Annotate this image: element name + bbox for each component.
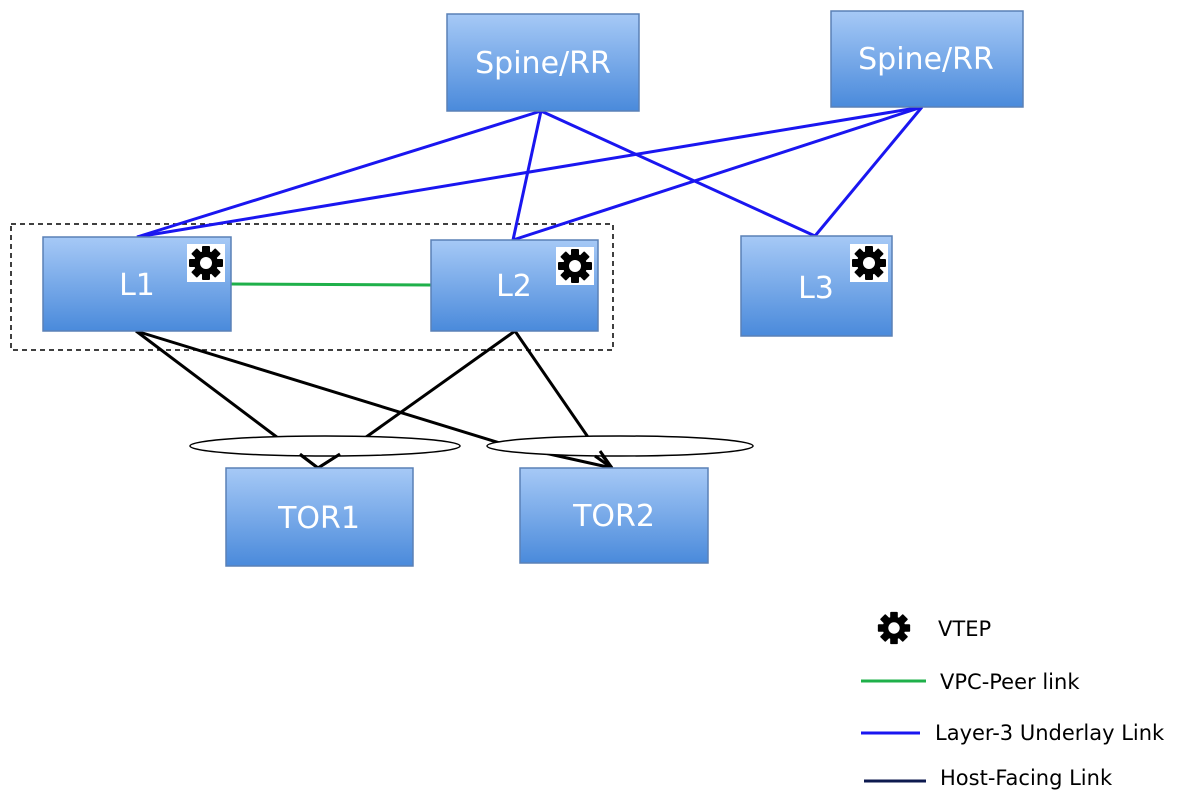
spine-node-2[interactable]: Spine/RR <box>830 10 1024 108</box>
tor-node-1[interactable]: TOR1 <box>225 467 414 567</box>
tor-node-1-label: TOR1 <box>277 501 360 536</box>
vpc-peer-link <box>230 282 432 287</box>
leaf-node-l3[interactable]: L3 <box>740 235 893 337</box>
legend-underlay-label: Layer-3 Underlay Link <box>935 721 1165 745</box>
leaf-node-l3-label: L3 <box>798 271 834 306</box>
vpc-domain-outline <box>10 223 614 351</box>
vtep-gear-icon <box>556 247 594 285</box>
legend-host-facing-label: Host-Facing Link <box>940 766 1113 790</box>
legend-vtep-label: VTEP <box>938 617 991 641</box>
underlay-link-spine2-l2 <box>512 105 923 242</box>
underlay-link-spine1-l1 <box>136 109 542 239</box>
leaf-node-l2[interactable]: L2 <box>430 239 599 332</box>
spine-node-2-label: Spine/RR <box>858 42 994 77</box>
legend: VTEP VPC-Peer link Layer-3 Underlay Link… <box>861 609 1165 790</box>
tor-node-2-label: TOR2 <box>572 499 655 534</box>
vtep-gear-icon <box>850 244 888 282</box>
tor-node-2[interactable]: TOR2 <box>519 467 709 564</box>
vtep-gear-icon <box>187 244 225 282</box>
legend-vtep-gear-icon <box>875 609 913 647</box>
legend-vpc-peer-label: VPC-Peer link <box>940 670 1080 694</box>
spine-node-1-label: Spine/RR <box>475 46 611 81</box>
port-channel-tor2 <box>486 435 754 457</box>
spine-node-1[interactable]: Spine/RR <box>446 13 640 112</box>
leaf-node-l2-label: L2 <box>496 269 532 304</box>
underlay-link-spine1-l3 <box>540 109 816 238</box>
underlay-link-spine1-l2 <box>511 110 543 241</box>
underlay-links <box>136 105 924 242</box>
leaf-node-l1[interactable]: L1 <box>42 236 232 332</box>
leaf-node-l1-label: L1 <box>119 268 155 303</box>
underlay-link-spine2-l1 <box>136 105 923 239</box>
port-channel-tor1 <box>189 435 461 457</box>
underlay-link-spine2-l3 <box>813 106 924 237</box>
